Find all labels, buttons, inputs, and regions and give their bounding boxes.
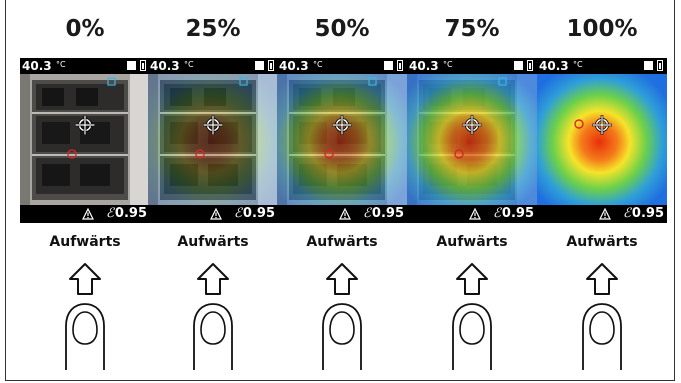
blend-panel: 0% 40.3 °C [20,0,150,383]
temperature-unit: °C [443,60,453,69]
emissivity-value: 0.95 [114,206,147,221]
status-bar: 40.3 °C [277,58,407,74]
blend-panel: 25% 40.3 °C [148,0,278,383]
blend-percent: 50% [314,16,370,42]
temperature-readout: 40.3 [150,59,180,73]
finger-tap-icon [452,303,492,370]
emissivity-bar: ℰ0.95 [407,205,537,223]
thermal-image [537,74,667,205]
thermal-image [407,74,537,205]
temperature-readout: 40.3 [279,59,309,73]
finger-tap-icon [193,303,233,370]
battery-icon [527,60,533,71]
sd-card-icon [644,61,653,70]
status-bar: 40.3 °C [537,58,667,74]
emissivity-readout: ℰ0.95 [106,205,147,223]
arrow-up-icon [586,263,618,295]
finger-tap-icon [322,303,362,370]
crosshair-icon [75,115,95,135]
arrow-up-icon [69,263,101,295]
crosshair-icon [203,115,223,135]
battery-icon [397,60,403,71]
gesture-label: Aufwärts [49,234,121,250]
blend-panel: 100% 40.3 °C [537,0,667,383]
battery-icon [657,60,663,71]
thermal-image [277,74,407,205]
camera-screen: 40.3 °C [407,58,537,223]
emissivity-readout: ℰ0.95 [234,205,275,223]
emissivity-value: 0.95 [242,206,275,221]
arrow-up-icon [456,263,488,295]
emissivity-bar: ℰ0.95 [20,205,150,223]
blend-percent: 25% [185,16,241,42]
thermal-image [148,74,278,205]
battery-icon [268,60,274,71]
thermal-image [20,74,150,205]
camera-screen: 40.3 °C [20,58,150,223]
warning-triangle-icon [599,208,611,220]
gesture-label: Aufwärts [177,234,249,250]
emissivity-bar: ℰ0.95 [277,205,407,223]
warning-triangle-icon [82,208,94,220]
gesture-label: Aufwärts [436,234,508,250]
emissivity-symbol: ℰ [623,206,631,221]
sd-card-icon [384,61,393,70]
temperature-unit: °C [573,60,583,69]
finger-tap-icon [65,303,105,370]
gesture-label: Aufwärts [306,234,378,250]
temperature-readout: 40.3 [22,59,52,73]
blend-percent: 0% [65,16,105,42]
crosshair-icon [462,115,482,135]
emissivity-value: 0.95 [631,206,664,221]
temperature-unit: °C [184,60,194,69]
emissivity-symbol: ℰ [493,206,501,221]
temperature-readout: 40.3 [539,59,569,73]
emissivity-bar: ℰ0.95 [537,205,667,223]
warning-triangle-icon [339,208,351,220]
blend-percent: 100% [566,16,638,42]
figure-frame [5,0,675,381]
warning-triangle-icon [210,208,222,220]
blend-percent: 75% [444,16,500,42]
crosshair-icon [592,115,612,135]
arrow-up-icon [197,263,229,295]
sd-card-icon [514,61,523,70]
status-bar: 40.3 °C [20,58,150,74]
camera-screen: 40.3 °C [148,58,278,223]
temperature-unit: °C [313,60,323,69]
status-bar: 40.3 °C [148,58,278,74]
battery-icon [140,60,146,71]
emissivity-bar: ℰ0.95 [148,205,278,223]
sd-card-icon [255,61,264,70]
arrow-up-icon [326,263,358,295]
warning-triangle-icon [469,208,481,220]
emissivity-readout: ℰ0.95 [623,205,664,223]
emissivity-symbol: ℰ [234,206,242,221]
temperature-unit: °C [56,60,66,69]
emissivity-value: 0.95 [501,206,534,221]
blend-panel: 75% 40.3 °C [407,0,537,383]
emissivity-symbol: ℰ [363,206,371,221]
camera-screen: 40.3 °C [277,58,407,223]
emissivity-value: 0.95 [371,206,404,221]
camera-screen: 40.3 °C [537,58,667,223]
gesture-label: Aufwärts [566,234,638,250]
emissivity-symbol: ℰ [106,206,114,221]
emissivity-readout: ℰ0.95 [493,205,534,223]
blend-panel: 50% 40.3 °C [277,0,407,383]
temperature-readout: 40.3 [409,59,439,73]
crosshair-icon [332,115,352,135]
sd-card-icon [127,61,136,70]
finger-tap-icon [582,303,622,370]
emissivity-readout: ℰ0.95 [363,205,404,223]
status-bar: 40.3 °C [407,58,537,74]
